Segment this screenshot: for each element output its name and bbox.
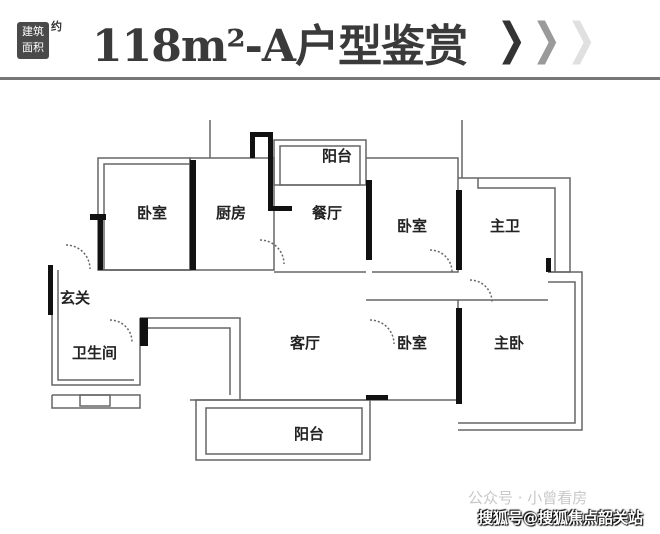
wechat-watermark: 公众号 · 小曾看房 [468, 489, 588, 507]
room-label-bedroom-1: 卧室 [137, 204, 168, 222]
chevron-icon: ❯ [531, 14, 562, 65]
room-label-bedroom-3: 卧室 [397, 334, 428, 352]
room-label-living: 客厅 [290, 334, 321, 352]
room-label-dining: 餐厅 [312, 204, 343, 222]
chevron-icon: ❯ [566, 14, 597, 65]
room-label-bathroom: 卫生间 [72, 344, 118, 362]
room-label-balcony-top: 阳台 [322, 147, 353, 165]
room-label-kitchen: 厨房 [216, 204, 247, 222]
sohu-watermark: 搜狐号@搜狐焦点韶关站 [478, 509, 644, 527]
room-label-master-bath: 主卫 [490, 217, 521, 235]
room-label-master-bedroom: 主卧 [494, 334, 525, 352]
badge-line1: 建筑 [22, 25, 44, 38]
badge-line2: 面积 [22, 41, 44, 54]
room-label-balcony-bottom: 阳台 [294, 425, 325, 443]
page-title: 118m²-A户型鉴赏 [92, 21, 468, 72]
header-divider [0, 77, 660, 80]
chevron-icon: ❯ [496, 14, 527, 65]
room-label-foyer: 玄关 [60, 289, 91, 307]
room-label-bedroom-2: 卧室 [397, 217, 428, 235]
badge-note: 约 [51, 20, 62, 33]
area-badge: 建筑面积 [17, 22, 49, 59]
